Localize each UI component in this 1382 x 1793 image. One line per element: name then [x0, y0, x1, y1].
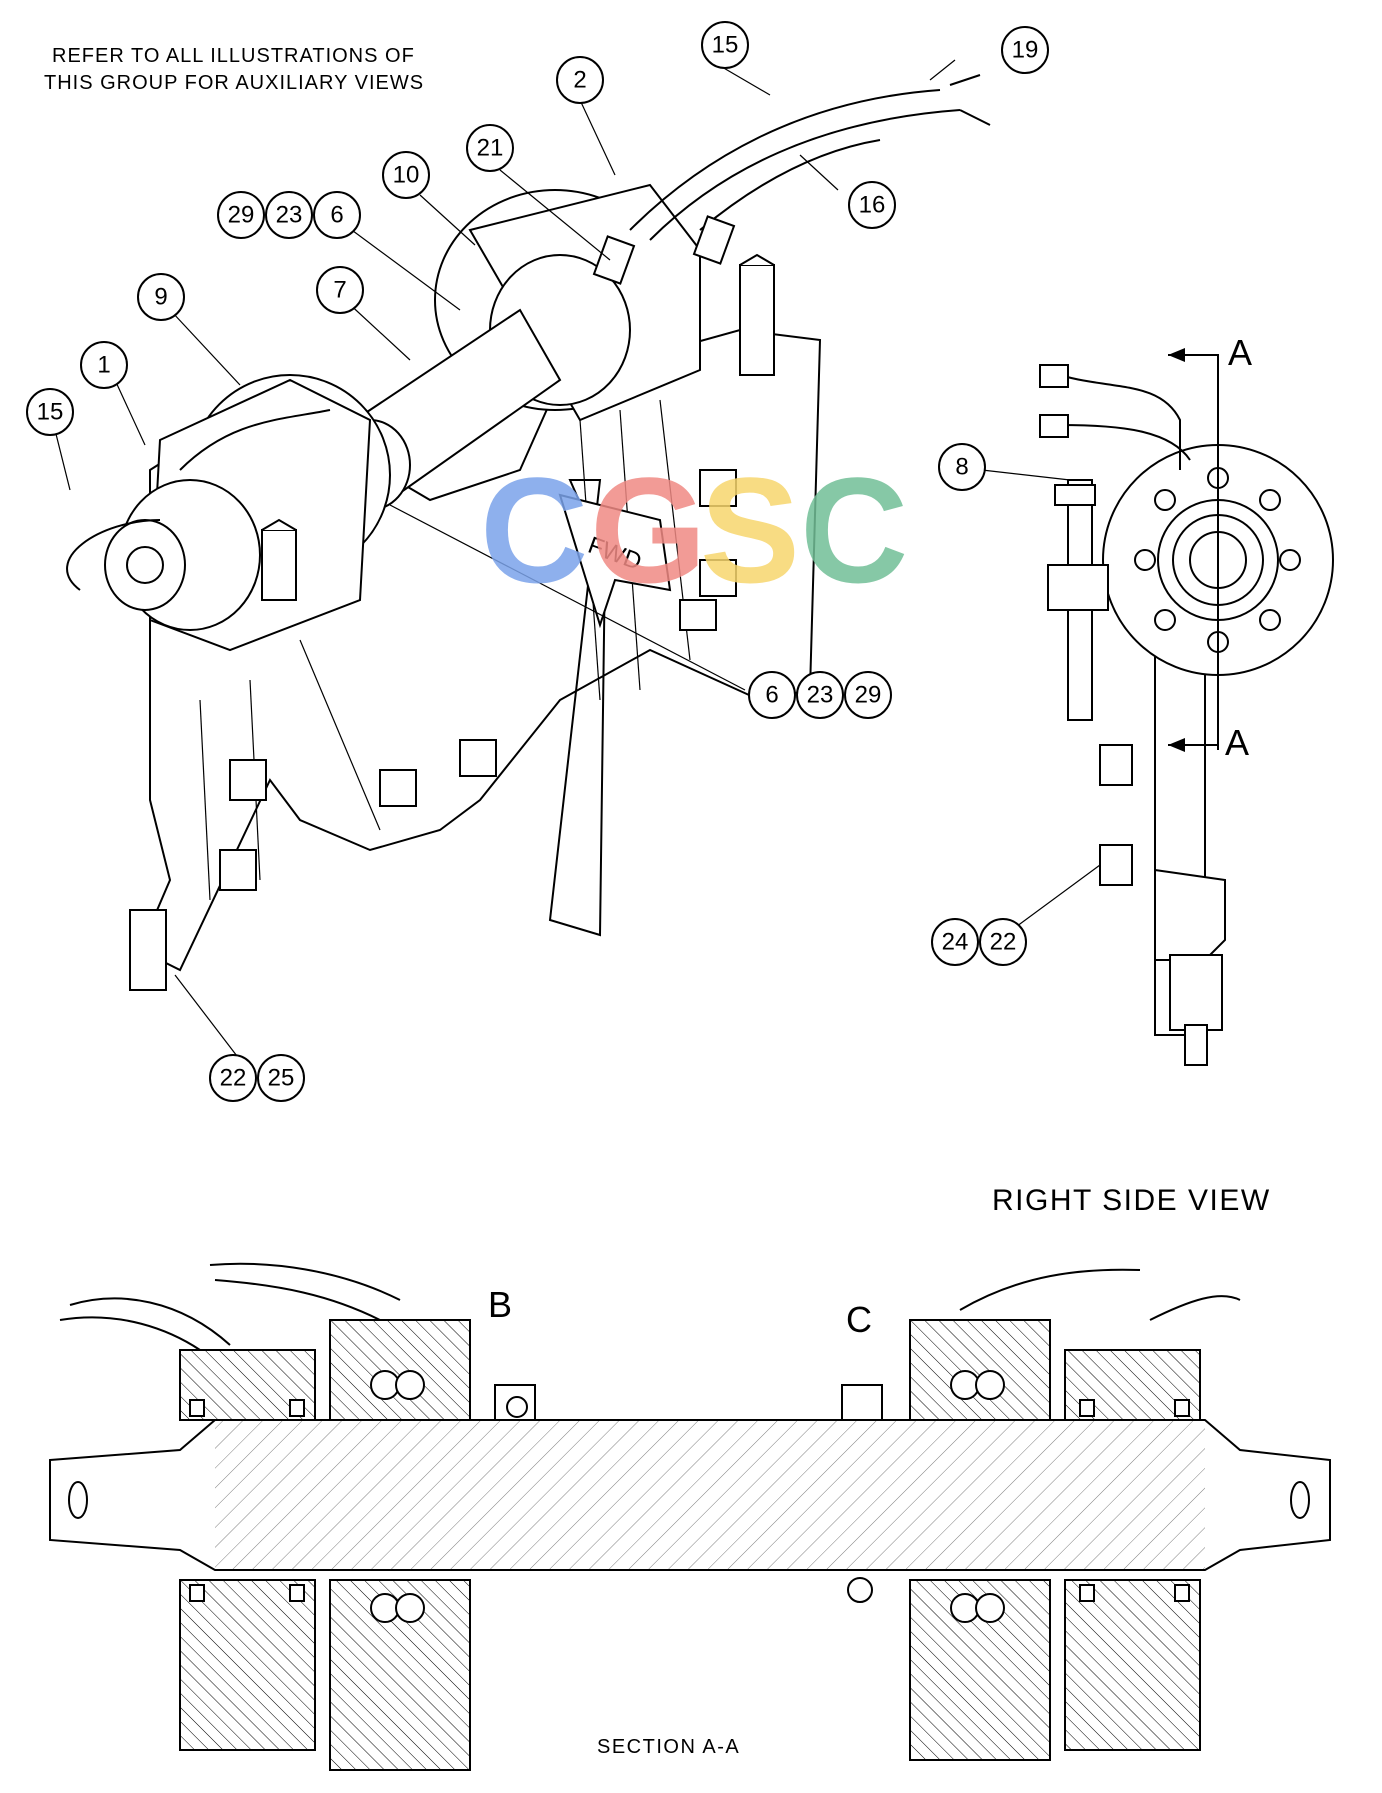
callout-22-right: 22 — [979, 918, 1027, 966]
detail-b-label: B — [488, 1284, 512, 1325]
callout-19: 19 — [1001, 26, 1049, 74]
svg-text:22: 22 — [990, 929, 1017, 956]
callout-9: 9 — [137, 273, 185, 321]
svg-text:6: 6 — [765, 682, 778, 709]
svg-text:25: 25 — [268, 1065, 295, 1092]
watermark-letter-4: C — [800, 446, 908, 614]
svg-text:29: 29 — [228, 202, 255, 229]
section-a-a: B C — [49, 1262, 1331, 1771]
main-assembly-view: FWD — [66, 74, 991, 991]
callout-23-top: 23 — [265, 191, 313, 239]
callout-24: 24 — [931, 918, 979, 966]
callout-10: 10 — [382, 151, 430, 199]
svg-text:23: 23 — [807, 682, 834, 709]
refer-note-line2: THIS GROUP FOR AUXILIARY VIEWS — [44, 72, 424, 94]
section-label: SECTION A-A — [597, 1736, 740, 1758]
callout-7: 7 — [316, 266, 364, 314]
callout-8: 8 — [938, 443, 986, 491]
detail-c-label: C — [846, 1299, 872, 1340]
svg-text:7: 7 — [333, 277, 346, 304]
section-letter-bottom: A — [1225, 722, 1249, 763]
callout-23-right: 23 — [796, 671, 844, 719]
callout-6-top: 6 — [313, 191, 361, 239]
callout-29-top: 29 — [217, 191, 265, 239]
cgsc-watermark: C G S C — [480, 446, 908, 614]
svg-text:24: 24 — [942, 929, 969, 956]
svg-text:15: 15 — [712, 32, 739, 59]
svg-text:22: 22 — [220, 1065, 247, 1092]
callout-6-right: 6 — [748, 671, 796, 719]
watermark-letter-3: S — [700, 446, 800, 614]
svg-text:6: 6 — [330, 202, 343, 229]
callout-29-right: 29 — [844, 671, 892, 719]
callout-2: 2 — [556, 56, 604, 104]
svg-text:16: 16 — [859, 192, 886, 219]
callout-15-left: 15 — [26, 388, 74, 436]
watermark-letter-1: C — [480, 446, 588, 614]
watermark-letter-2: G — [590, 446, 707, 614]
svg-text:10: 10 — [393, 162, 420, 189]
fwd-arrow-shape — [558, 493, 672, 629]
svg-text:1: 1 — [97, 352, 110, 379]
refer-note-line1: REFER TO ALL ILLUSTRATIONS OF — [52, 45, 415, 67]
svg-text:21: 21 — [477, 135, 504, 162]
svg-text:29: 29 — [855, 682, 882, 709]
svg-text:23: 23 — [276, 202, 303, 229]
callout-16: 16 — [848, 181, 896, 229]
section-letter-top: A — [1228, 332, 1252, 373]
svg-text:15: 15 — [37, 399, 64, 426]
svg-text:9: 9 — [154, 284, 167, 311]
svg-text:2: 2 — [573, 67, 586, 94]
callout-22-bottom: 22 — [209, 1054, 257, 1102]
right-side-view-label: RIGHT SIDE VIEW — [992, 1184, 1271, 1217]
callout-25: 25 — [257, 1054, 305, 1102]
callout-15-top: 15 — [701, 21, 749, 69]
right-side-view: A A — [1039, 332, 1334, 1066]
callout-1: 1 — [80, 341, 128, 389]
svg-text:8: 8 — [955, 454, 968, 481]
svg-text:19: 19 — [1012, 37, 1039, 64]
callout-21: 21 — [466, 124, 514, 172]
